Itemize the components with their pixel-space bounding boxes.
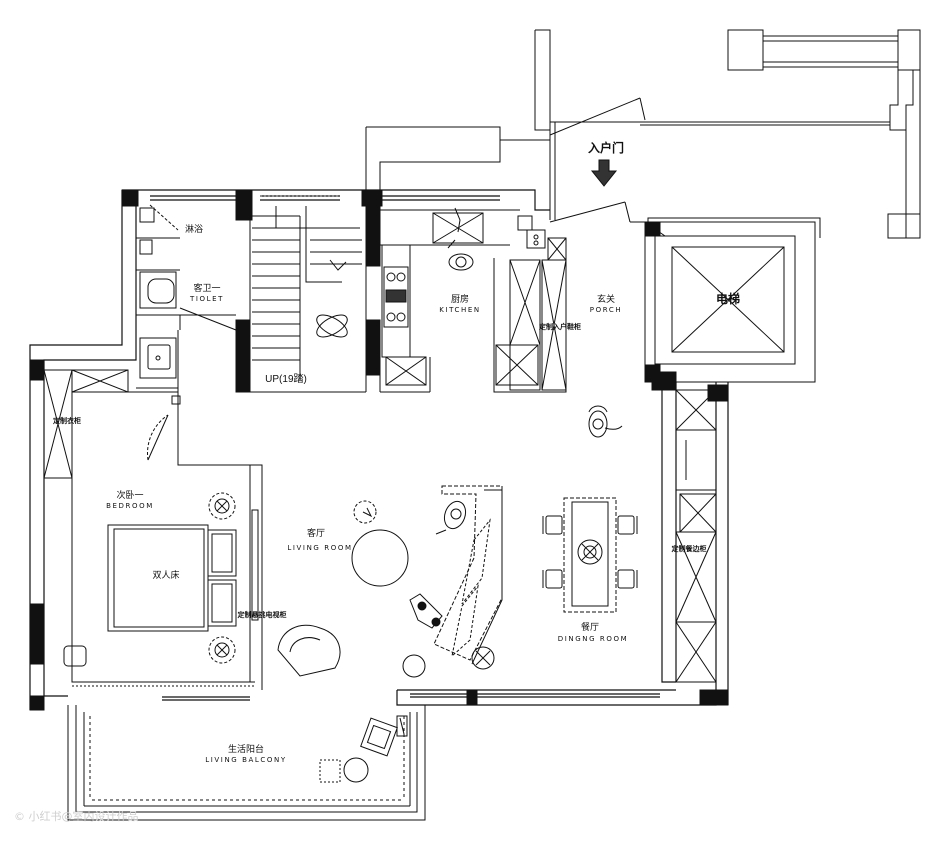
dining-room-label-zh: 餐厅	[580, 623, 600, 633]
entrance-door-label: 入户门	[587, 141, 625, 155]
watermark: © 小红书@室内设计作品	[14, 810, 139, 823]
living-room-label-zh: 客厅	[306, 529, 326, 539]
balcony-label-zh: 生活阳台	[227, 745, 265, 755]
porch-person-icon	[588, 405, 623, 438]
shoe-cabinet	[493, 237, 567, 393]
wardrobe	[43, 369, 178, 479]
shoe-cabinet-label: 定制入户鞋柜	[539, 323, 581, 331]
double-bed-label: 双人床	[152, 571, 180, 581]
tv-cabinet-label: 定制悬挑电视柜	[237, 611, 287, 619]
elevator-shaft	[644, 221, 816, 383]
living-furniture	[277, 485, 503, 678]
kitchen	[379, 207, 546, 393]
toilet-room	[136, 204, 237, 405]
bedroom-label-zh: 次卧一	[116, 491, 144, 501]
stair-label: UP(19踏)	[265, 374, 307, 385]
balcony	[67, 704, 426, 821]
living-room-label-en: LIVING ROOM	[287, 544, 353, 552]
entrance-corridor	[365, 29, 890, 238]
entrance-arrow-icon	[590, 159, 618, 187]
shower-label: 淋浴	[184, 225, 204, 235]
exterior-walls	[29, 189, 729, 710]
dining-cabinet-label: 定制餐边柜	[671, 545, 707, 553]
dining-side-cabinet	[675, 389, 717, 683]
staircase	[249, 206, 367, 393]
balcony-label-en: LIVING BALCONY	[205, 756, 287, 764]
bedroom	[63, 400, 263, 690]
porch-label-en: PORCH	[589, 306, 623, 314]
dining-room-label-en: DINGNG ROOM	[557, 635, 629, 643]
elevator-label: 电梯	[715, 292, 741, 306]
porch-label-zh: 玄关	[596, 295, 616, 305]
toilet-label-en: TIOLET	[189, 295, 225, 303]
toilet-label-zh: 客卫一	[193, 284, 221, 294]
wardrobe-label: 定制衣柜	[53, 417, 81, 425]
structural-columns	[29, 189, 729, 711]
external-corridor-walls	[727, 29, 921, 239]
kitchen-label-en: KITCHEN	[439, 306, 481, 314]
dining-set	[542, 497, 638, 613]
bedroom-label-en: BEDROOM	[106, 502, 154, 510]
kitchen-label-zh: 厨房	[450, 295, 470, 305]
